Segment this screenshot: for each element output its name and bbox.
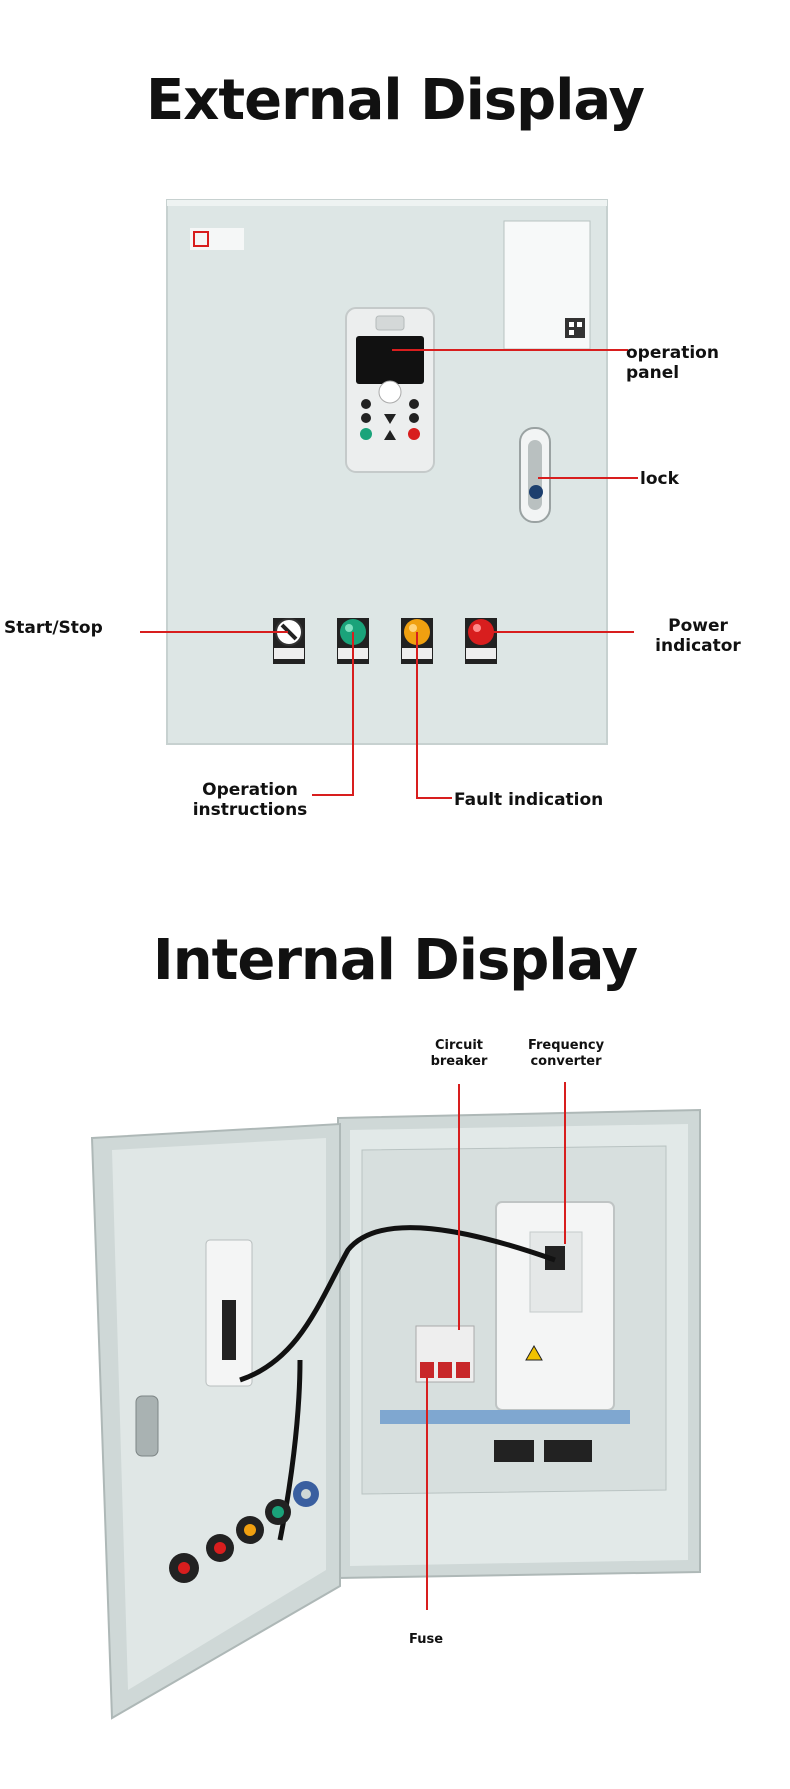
- door-button-rear-orange: [236, 1516, 264, 1544]
- label-start-stop: Start/Stop: [4, 618, 103, 638]
- brand-logo-plate: [190, 228, 244, 250]
- label-operation-panel: operation panel: [626, 343, 719, 383]
- brand-logo-icon: [193, 231, 209, 247]
- keypad-display: [356, 336, 424, 384]
- start-stop-switch: [273, 618, 305, 664]
- terminal-rail: [380, 1410, 630, 1424]
- label-frequency-converter: Frequency converter: [527, 1038, 605, 1069]
- leader-fault-indication-v: [416, 632, 418, 798]
- label-fault-indication: Fault indication: [454, 790, 604, 810]
- label-power-indicator: Power indicator: [655, 616, 741, 656]
- label-lock: lock: [640, 469, 679, 489]
- door-button-rear-switch: [293, 1481, 319, 1507]
- leader-lock: [538, 477, 638, 479]
- leader-operation-instructions-v: [352, 632, 354, 796]
- internal-display-title: Internal Display: [152, 928, 638, 993]
- label-fuse: Fuse: [408, 1632, 444, 1647]
- lock-keyhole: [529, 485, 543, 499]
- external-display-title: External Display: [146, 68, 645, 133]
- leader-circuit-breaker: [458, 1084, 460, 1330]
- cabinet-door-inner: [112, 1138, 326, 1690]
- door-button-rear-black: [169, 1553, 199, 1583]
- door-latch: [135, 1395, 159, 1457]
- leader-fuse: [426, 1378, 428, 1610]
- leader-start-stop: [140, 631, 288, 633]
- leader-operation-instructions-h: [312, 794, 354, 796]
- label-operation-instructions: Operation instructions: [192, 780, 308, 820]
- leader-power-indicator: [482, 631, 634, 633]
- leader-fault-indication-h: [416, 797, 452, 799]
- leader-frequency-converter: [564, 1082, 566, 1244]
- wire-harness: [239, 1225, 556, 1383]
- label-circuit-breaker: Circuit breaker: [430, 1038, 488, 1069]
- door-button-rear-green: [265, 1499, 291, 1525]
- terminal-block-left: [494, 1440, 534, 1462]
- door-button-rear-red: [206, 1534, 234, 1562]
- power-indicator-light: [465, 618, 497, 664]
- keypad-dial: [378, 380, 402, 404]
- leader-operation-panel: [392, 349, 628, 351]
- terminal-block-right: [544, 1440, 592, 1462]
